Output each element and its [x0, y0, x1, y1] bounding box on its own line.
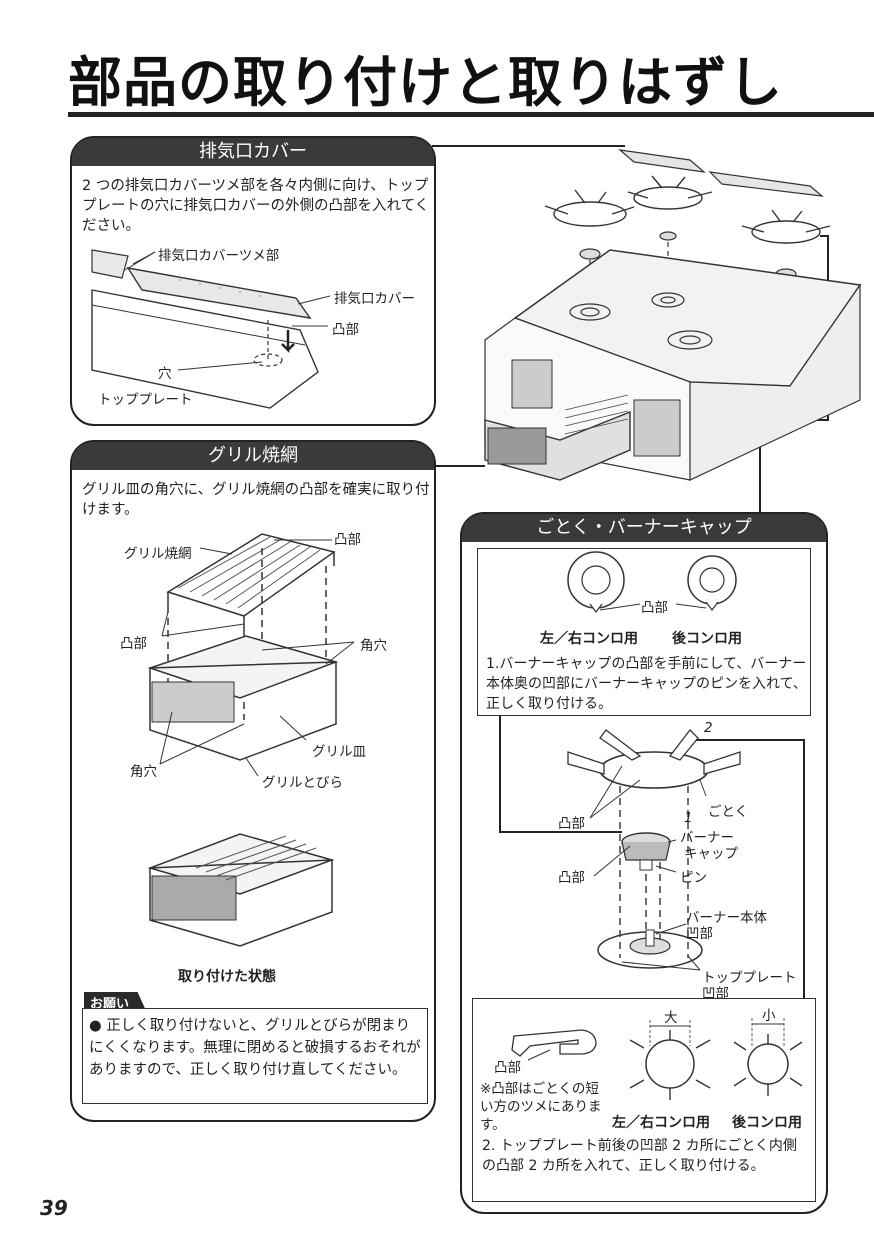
- exhaust-cover-instruction: 2 つの排気口カバーツメ部を各々内側に向け、トッププレートの穴に排気口カバーの外…: [82, 178, 430, 234]
- grill-tray-label: グリル皿: [312, 744, 366, 760]
- exhaust-cover-label: 排気口カバー: [334, 291, 415, 307]
- cap-convex-label-2: 凸部: [558, 870, 585, 886]
- pin-label: ピン: [680, 870, 707, 886]
- grill-net-label: グリル焼網: [124, 546, 192, 562]
- detail-left-right-label: 左／右コンロ用: [612, 1115, 710, 1131]
- trivet-left: [544, 189, 635, 227]
- burner-step2: 2. トッププレート前後の凹部 2 カ所にごとく内側の凸部 2 カ所を入れて、正…: [482, 1138, 797, 1174]
- detail-back-label: 後コンロ用: [732, 1115, 802, 1131]
- grill-net-convex-left-label: 凸部: [120, 636, 147, 652]
- exhaust-cover-header: 排気口カバー: [72, 138, 434, 166]
- exhaust-convex-label: 凸部: [332, 322, 359, 338]
- burner-cap-box: [477, 548, 811, 716]
- exhaust-tab-label: 排気口カバーツメ部: [158, 248, 280, 264]
- detail-large-label: 大: [664, 1010, 678, 1026]
- burner-header: ごとく・バーナーキャップ: [462, 514, 826, 542]
- trivet-right: [741, 209, 831, 244]
- exhaust-top-plate-label: トッププレート: [98, 392, 193, 408]
- gotoku-detail-box: [472, 998, 816, 1202]
- grill-door-label: グリルとびら: [262, 775, 343, 791]
- exhaust-hole-label: 穴: [158, 366, 172, 382]
- trivet-convex-label: 凸部: [558, 816, 585, 832]
- notice-text: 正しく取り付けないと、グリルとびらが閉まりにくくなります。無理に閉めると破損する…: [89, 1018, 421, 1078]
- grill-net-convex-top-label: 凸部: [334, 532, 361, 548]
- title-underline: [68, 112, 874, 117]
- burner-cap-label-line1: バーナー: [680, 830, 734, 846]
- burner-body-label-line1: バーナー本体: [686, 910, 767, 926]
- burner-cap-label-line2: キャップ: [684, 846, 738, 862]
- detail-small-label: 小: [762, 1008, 776, 1024]
- step-number-1: 1: [684, 810, 693, 826]
- detail-convex-label: 凸部: [494, 1060, 521, 1076]
- grill-net-instruction: グリル皿の角穴に、グリル焼網の凸部を確実に取り付けます。: [82, 482, 430, 518]
- cap-convex-label: 凸部: [641, 600, 668, 616]
- step-number-2: 2: [704, 720, 713, 736]
- page-number: 39: [40, 1196, 68, 1220]
- exhaust-cover-pair: [618, 149, 824, 197]
- top-plate-label-line1: トッププレート: [702, 970, 797, 986]
- gotoku-label: ごとく: [708, 804, 749, 820]
- grill-net-header: グリル焼網: [72, 442, 434, 470]
- assembled-caption: 取り付けた状態: [178, 969, 276, 985]
- burner-body-label-line2: 凹部: [686, 926, 713, 942]
- cap-left-right-label: 左／右コンロ用: [540, 631, 638, 647]
- page-title: 部品の取り付けと取りはずし: [68, 51, 783, 114]
- grill-square-hole-left-label: 角穴: [130, 764, 157, 780]
- grill-square-hole-right-label: 角穴: [360, 638, 387, 654]
- cap-back-label: 後コンロ用: [672, 631, 742, 647]
- burner-step1: 1.バーナーキャップの凸部を手前にして、バーナー本体奥の凹部にバーナーキャップの…: [486, 656, 807, 712]
- notice-box: ● 正しく取り付けないと、グリルとびらが閉まりにくくなります。無理に閉めると破損…: [82, 1008, 428, 1104]
- detail-note: ※凸部はごとくの短い方のツメにあります。: [480, 1081, 602, 1133]
- trivet-center: [627, 175, 713, 210]
